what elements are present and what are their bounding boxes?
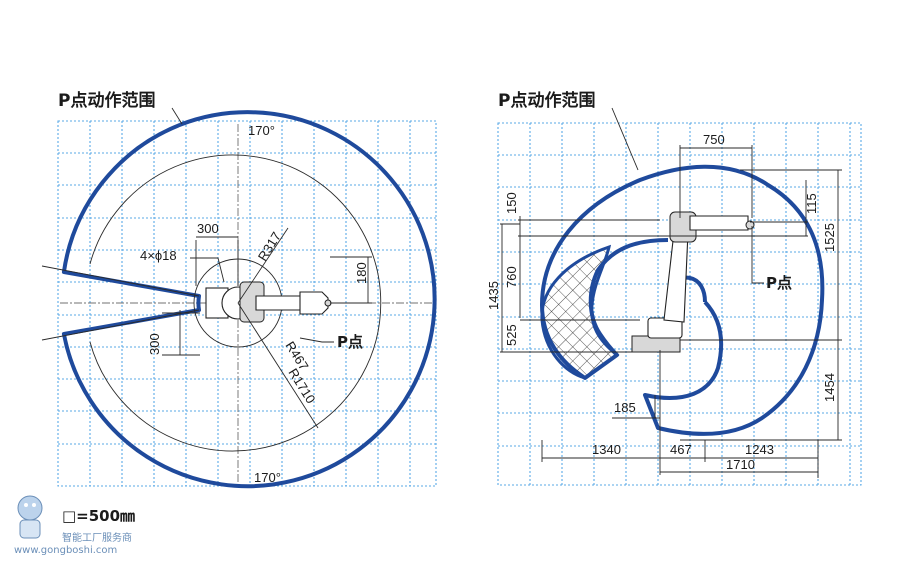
watermark-logo	[17, 495, 43, 539]
mascot-icon	[17, 495, 43, 521]
right-view: P点动作范围 750 150 115 1525 1435 760 525 145…	[486, 90, 862, 486]
left-dim-v300: 300	[147, 333, 162, 355]
scale-label: □=500㎜	[62, 507, 135, 525]
right-robot-upper-arm	[689, 215, 749, 231]
right-dim-1243: 1243	[745, 442, 774, 457]
right-dim-750: 750	[703, 132, 725, 147]
right-dim-467: 467	[670, 442, 692, 457]
left-robot-wrist	[299, 291, 329, 315]
left-dim-180-lines	[330, 256, 372, 304]
right-dim-760-525-lines	[519, 238, 640, 353]
right-robot-side-view	[631, 211, 755, 353]
left-outer-envelope	[61, 110, 437, 489]
left-dim-180: 180	[354, 262, 369, 284]
right-outer-envelope	[540, 164, 825, 436]
left-inner-arc	[89, 154, 382, 452]
right-bottom-dim-lines	[541, 350, 819, 478]
left-dim-r317: R317	[255, 229, 284, 263]
right-dim-1435-lines	[500, 223, 520, 353]
right-dim-115: 115	[804, 193, 819, 214]
left-angle-top: 170°	[248, 123, 275, 138]
right-p-leader	[751, 226, 764, 284]
right-dim-150: 150	[504, 192, 519, 214]
right-dim-185: 185	[614, 400, 636, 415]
right-dim-1454-lines	[680, 339, 842, 441]
left-robot-top-view	[205, 281, 332, 323]
left-r317-leader	[237, 227, 289, 304]
right-dim-1710: 1710	[726, 457, 755, 472]
left-title: P点动作范围	[58, 90, 155, 111]
left-holes-leader	[190, 257, 225, 283]
left-view: P点动作范围 170° 170° 300 4×ϕ18 R317 180 300 …	[41, 90, 437, 489]
right-title-leader	[611, 107, 639, 171]
right-dim-150-lines	[518, 216, 780, 238]
right-p-label: P点	[766, 274, 792, 292]
left-holes-label: 4×ϕ18	[140, 248, 177, 263]
left-dim-v300-lines	[162, 310, 200, 356]
watermark-url: www.gongboshi.com	[14, 545, 117, 556]
left-p-leader	[299, 337, 334, 343]
left-angle-bottom: 170°	[254, 470, 281, 485]
left-p-label: P点	[337, 333, 363, 351]
right-dim-1525-lines	[740, 169, 842, 340]
right-dim-1340: 1340	[592, 442, 621, 457]
left-title-leader	[171, 107, 183, 125]
left-r-leader	[237, 302, 319, 429]
right-grid-frame	[497, 122, 862, 486]
right-dim-185-lines	[612, 395, 660, 419]
left-dim-300: 300	[197, 221, 219, 236]
left-dim-300-lines	[195, 236, 239, 286]
right-hatched-zone	[540, 244, 620, 380]
right-dim-1454: 1454	[822, 373, 837, 402]
right-dim-1525: 1525	[822, 223, 837, 252]
right-dim-525: 525	[504, 324, 519, 346]
right-dim-115-lines	[750, 180, 808, 237]
watermark-chinese: 智能工厂服务商	[62, 531, 132, 544]
right-dim-1435: 1435	[486, 281, 501, 310]
right-dim-750-lines	[679, 145, 753, 218]
right-dim-760: 760	[504, 266, 519, 288]
right-robot-lower-arm	[663, 231, 689, 323]
right-title: P点动作范围	[498, 90, 595, 111]
left-wedge-lines	[41, 265, 200, 341]
